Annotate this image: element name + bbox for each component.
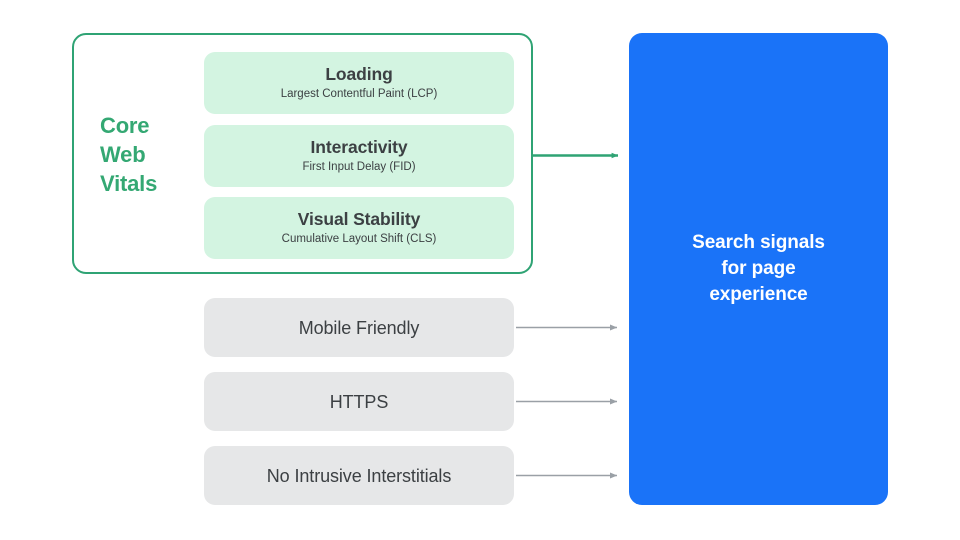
signal-label: Mobile Friendly [298,317,420,338]
vital-card-interactivity[interactable]: Interactivity First Input Delay (FID) [204,125,514,187]
signal-label: HTTPS [329,391,389,412]
vital-card-visual-stability[interactable]: Visual Stability Cumulative Layout Shift… [204,197,514,259]
core-web-vitals-group [72,33,533,274]
vital-subtitle: First Input Delay (FID) [302,161,416,173]
vital-subtitle: Largest Contentful Paint (LCP) [280,88,438,100]
core-web-vitals-label: Core Web Vitals [100,113,158,196]
signal-label: No Intrusive Interstitials [266,465,452,486]
signal-card-https[interactable]: HTTPS [204,372,514,431]
vital-card-loading[interactable]: Loading Largest Contentful Paint (LCP) [204,52,514,114]
search-signals-panel[interactable]: Search signals for page experience [629,33,888,505]
signal-card-no-intrusive-interstitials[interactable]: No Intrusive Interstitials [204,446,514,505]
vital-title: Interactivity [310,137,408,157]
vital-title: Visual Stability [297,209,421,229]
vital-subtitle: Cumulative Layout Shift (CLS) [281,233,437,245]
vital-title: Loading [325,64,393,84]
signal-card-mobile-friendly[interactable]: Mobile Friendly [204,298,514,357]
search-signals-text: Search signals for page experience [692,232,825,305]
